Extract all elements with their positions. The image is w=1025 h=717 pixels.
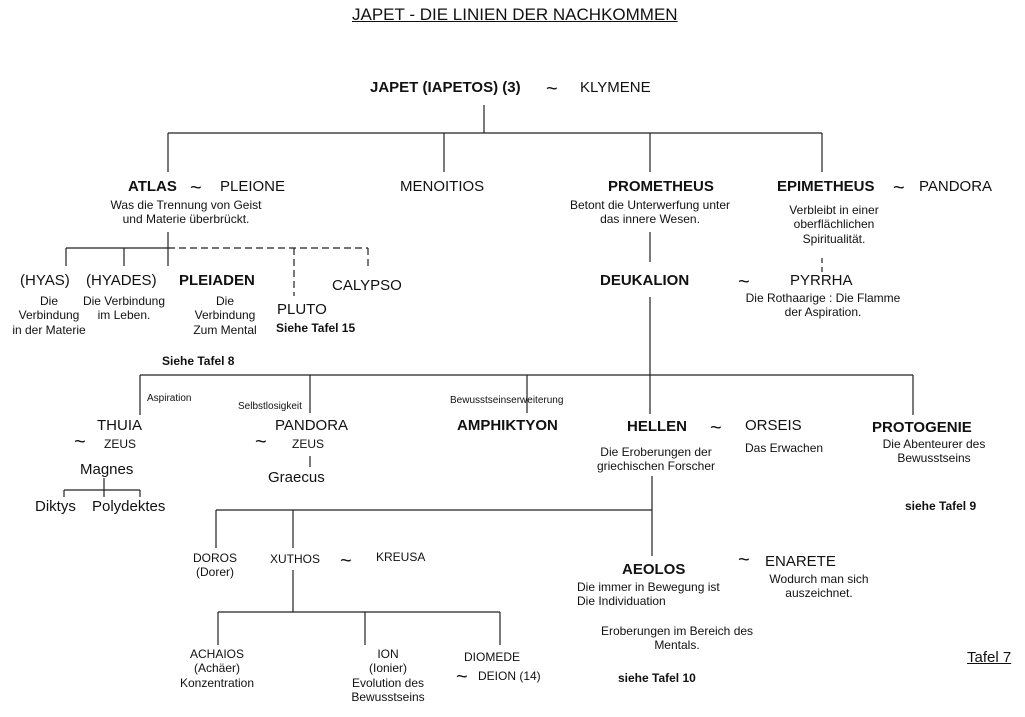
node-xuthos: XUTHOS <box>270 552 321 566</box>
node-calypso: CALYPSO <box>332 277 402 294</box>
node-amphiktyon: AMPHIKTYON <box>457 417 558 434</box>
node-thuia-zeus: ZEUS <box>104 437 137 451</box>
node-pleione: PLEIONE <box>220 178 286 195</box>
node-atlas: ATLAS <box>128 178 177 195</box>
node-menoitios: MENOITIOS <box>400 178 485 195</box>
marriage-tilde: ~ <box>255 431 267 453</box>
marriage-tilde: ~ <box>893 177 905 199</box>
node-kreusa: KREUSA <box>376 550 426 564</box>
node-deion: DEION (14) <box>478 669 541 683</box>
node-klymene: KLYMENE <box>580 79 651 96</box>
node-pandora-wife: PANDORA <box>919 178 993 195</box>
node-polydektes: Polydektes <box>92 498 166 515</box>
marriage-tilde: ~ <box>456 666 468 688</box>
plate-label: Tafel 7 <box>967 649 1012 666</box>
node-pleiaden: PLEIADEN <box>179 272 255 289</box>
protogenie-reference: siehe Tafel 9 <box>905 499 977 513</box>
node-aeolos: AEOLOS <box>622 561 686 578</box>
node-diktys: Diktys <box>35 498 76 515</box>
node-doros: DOROS(Dorer) <box>192 551 237 580</box>
node-diomede: DIOMEDE <box>464 650 521 664</box>
marriage-tilde: ~ <box>738 271 750 293</box>
marriage-tilde: ~ <box>190 177 202 199</box>
node-hyas: (HYAS) <box>20 272 70 289</box>
node-thuia: THUIA <box>97 417 142 434</box>
marriage-tilde: ~ <box>546 78 558 100</box>
orseis-description: Das Erwachen <box>745 441 824 455</box>
marriage-tilde: ~ <box>74 431 86 453</box>
aeolos-reference: siehe Tafel 10 <box>618 671 696 685</box>
amphiktyon-label: Bewusstseinserweiterung <box>450 395 564 406</box>
node-pluto: PLUTO <box>277 301 327 318</box>
node-pyrrha: PYRRHA <box>790 272 853 289</box>
node-magnes: Magnes <box>80 461 134 478</box>
node-hyades: (HYADES) <box>86 272 157 289</box>
marriage-tilde: ~ <box>738 549 750 571</box>
marriage-tilde: ~ <box>710 417 722 439</box>
node-prometheus: PROMETHEUS <box>608 178 714 195</box>
node-epimetheus: EPIMETHEUS <box>777 178 875 195</box>
node-orseis: ORSEIS <box>745 417 802 434</box>
thuia-label: Aspiration <box>147 393 192 404</box>
page-title: JAPET - DIE LINIEN DER NACHKOMMEN <box>352 5 678 24</box>
node-japet: JAPET (IAPETOS) (3) <box>370 79 521 96</box>
pandora-label: Selbstlosigkeit <box>238 401 302 412</box>
node-deukalion: DEUKALION <box>600 272 690 289</box>
node-pandora: PANDORA <box>275 417 349 434</box>
node-graecus: Graecus <box>268 469 325 486</box>
node-hellen: HELLEN <box>627 418 687 435</box>
pluto-reference: Siehe Tafel 15 <box>276 321 356 335</box>
node-protogenie: PROTOGENIE <box>872 419 972 436</box>
node-enarete: ENARETE <box>765 553 836 570</box>
atlas-reference: Siehe Tafel 8 <box>162 354 235 368</box>
node-pandora-zeus: ZEUS <box>292 437 325 451</box>
marriage-tilde: ~ <box>340 550 352 572</box>
node-achaios: ACHAIOS(Achäer)Konzentration <box>179 647 255 690</box>
